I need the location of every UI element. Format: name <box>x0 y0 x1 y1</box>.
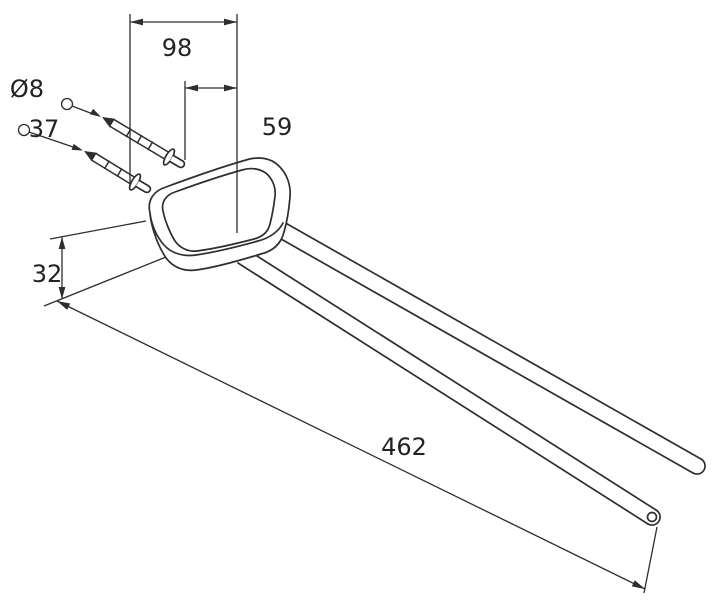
anchor-thread-tick <box>116 168 123 177</box>
mounting-plate <box>148 157 291 272</box>
wall-anchor-lower <box>84 151 152 194</box>
dimension-462: 462 <box>56 300 658 594</box>
plate-inner-recess <box>161 167 277 252</box>
dimension-arrow <box>57 301 71 310</box>
anchor-shaft-edge <box>91 159 132 185</box>
towel-bar-arms <box>237 220 706 526</box>
lower-arm-end-cap <box>647 509 661 526</box>
dimension-59: 59 <box>184 81 293 160</box>
dim-label-37: 37 <box>29 115 60 143</box>
anchor-thread-tick <box>136 134 143 144</box>
dim-label-32: 32 <box>32 260 63 288</box>
anchor-thread-tick <box>147 141 154 151</box>
plate-silhouette <box>148 157 291 272</box>
leader-balloon-circle <box>17 123 31 137</box>
anchor-tip <box>84 151 97 162</box>
dimension-arrow <box>58 237 66 249</box>
leader-hole-diameter: Ø8 <box>10 75 101 117</box>
dimension-arrow <box>224 18 237 26</box>
upper-arm-end-cap <box>692 458 706 475</box>
lower-arm-end-detail <box>646 511 658 523</box>
extension-line <box>49 220 147 240</box>
dim-label-98: 98 <box>162 34 193 62</box>
anchor-thread-tick <box>104 160 110 170</box>
dim-label-59: 59 <box>262 113 293 141</box>
dimension-arrow <box>130 18 143 26</box>
anchor-shaft-edge <box>95 152 136 178</box>
dimension-line <box>56 300 646 590</box>
leader-plug-length: 37 <box>17 115 83 151</box>
dim-label-462: 462 <box>381 433 427 461</box>
towel-arm-lower <box>237 248 661 526</box>
leader-line <box>71 105 94 115</box>
anchor-rear-stub <box>169 154 186 169</box>
leader-arrow <box>89 108 101 117</box>
leader-line <box>28 131 75 149</box>
upper-arm-bottom-edge <box>273 234 694 474</box>
wall-anchor-upper <box>102 117 186 169</box>
dimension-98: 98 <box>129 14 238 233</box>
dimension-arrow <box>631 580 645 589</box>
towel-arm-upper <box>273 220 706 475</box>
lower-arm-top-edge <box>245 248 657 511</box>
extension-line <box>643 526 658 594</box>
anchor-rear-stub <box>135 179 152 194</box>
leader-arrow <box>71 143 83 151</box>
plate-rim-edge <box>149 213 284 257</box>
upper-arm-top-edge <box>281 220 702 460</box>
dimension-32: 32 <box>32 220 167 307</box>
extension-line <box>43 256 167 307</box>
dimension-arrow <box>58 287 66 299</box>
lower-arm-bottom-edge <box>237 262 649 525</box>
anchor-tip <box>102 117 115 128</box>
dimension-arrow <box>224 84 237 92</box>
dimension-arrow <box>185 84 198 92</box>
dim-label-diameter: Ø8 <box>10 75 44 103</box>
leader-balloon-circle <box>60 97 74 111</box>
